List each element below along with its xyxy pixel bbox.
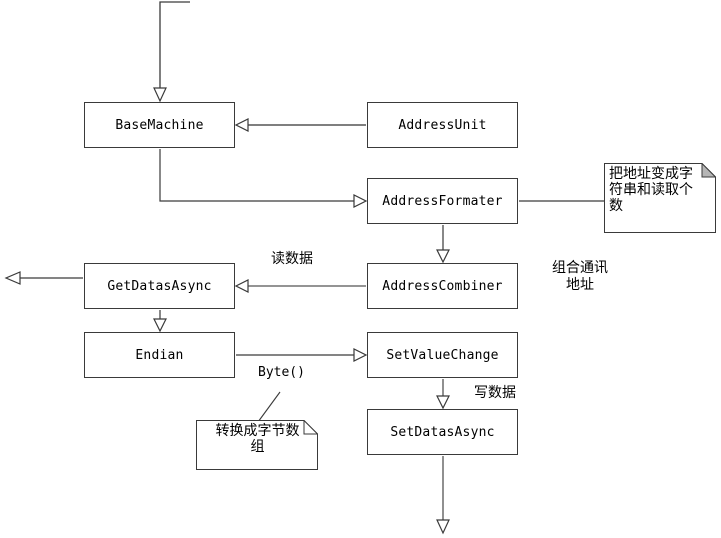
node-label: AddressCombiner (382, 278, 503, 294)
node-endian[interactable]: Endian (84, 332, 235, 378)
conn-combiner-to-get-datas-async (234, 279, 366, 293)
conn-address-formater-to-combiner (436, 225, 450, 264)
node-label: Endian (135, 347, 184, 363)
note-line: 符串和读取个 (609, 182, 693, 199)
side-text-combine-address: 组合通讯 地址 (535, 260, 625, 293)
node-set-datas-async[interactable]: SetDatasAsync (367, 409, 518, 455)
edge-label-write-data: 写数据 (474, 385, 516, 401)
node-label: GetDatasAsync (107, 278, 212, 294)
side-text-line: 组合通讯 (552, 260, 608, 276)
note-line: 转换成字节数 (215, 423, 300, 439)
note-address-formater[interactable]: 把地址变成字 符串和读取个 数 (604, 163, 716, 233)
node-base-machine[interactable]: BaseMachine (84, 102, 235, 148)
note-line: 把地址变成字 (609, 166, 693, 182)
node-set-value-change[interactable]: SetValueChange (367, 332, 518, 378)
node-label: SetValueChange (386, 347, 499, 363)
note-shape-icon (604, 163, 716, 233)
node-get-datas-async[interactable]: GetDatasAsync (84, 263, 235, 309)
conn-base-machine-to-address-formater (159, 149, 368, 208)
conn-set-datas-async-to-bottom (436, 456, 450, 535)
note-byte-array[interactable]: 转换成字节数 组 (196, 420, 318, 470)
conn-endian-to-set-value-change (236, 348, 368, 362)
node-label: BaseMachine (115, 117, 204, 133)
node-address-unit[interactable]: AddressUnit (367, 102, 518, 148)
edge-label-byte: Byte() (258, 365, 305, 380)
conn-top-to-base-machine (153, 1, 190, 103)
node-label: AddressFormater (382, 193, 503, 209)
edge-label-read-data: 读数据 (271, 251, 313, 267)
node-label: SetDatasAsync (390, 424, 495, 440)
conn-get-datas-async-to-left (4, 271, 83, 285)
node-address-combiner[interactable]: AddressCombiner (367, 263, 518, 309)
note-shape-icon (196, 420, 318, 470)
conn-get-datas-async-to-endian (153, 310, 167, 333)
conn-address-unit-to-base-machine (234, 118, 366, 132)
note-line: 组 (250, 439, 265, 456)
side-text-line: 地址 (566, 276, 594, 293)
note-line: 数 (609, 198, 623, 215)
conn-endian-to-note-byte-array (257, 391, 281, 423)
conn-set-value-change-to-set-datas (436, 379, 450, 410)
node-address-formater[interactable]: AddressFormater (367, 178, 518, 224)
node-label: AddressUnit (398, 117, 487, 133)
